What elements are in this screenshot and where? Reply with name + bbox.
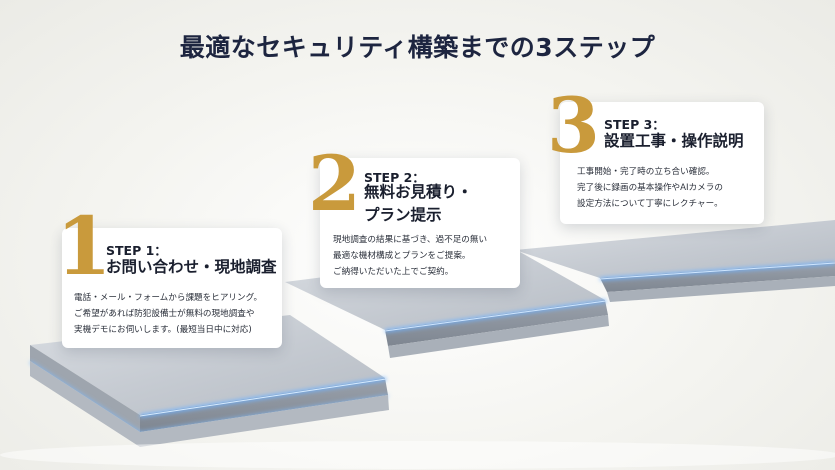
stair-step-3 bbox=[515, 220, 835, 302]
step-1-label: STEP 1： bbox=[106, 243, 167, 258]
step-3-description: 工事開始・完了時の立ち合い確認。 完了後に録画の基本操作やAIカメラの 設定方法… bbox=[577, 167, 723, 209]
step-2-description: 現地調査の結果に基づき、過不足の無い 最適な機材構成とプランをご提案。 ご納得い… bbox=[333, 235, 488, 277]
page-title: 最適なセキュリティ構築までの3ステップ bbox=[179, 33, 656, 62]
step-2-number: 2 bbox=[308, 139, 361, 228]
step-2-title: 無料お見積り・ プラン提示 bbox=[364, 183, 473, 224]
step-3-card bbox=[560, 102, 764, 224]
step-1-number: 1 bbox=[56, 199, 112, 293]
step-2-label: STEP 2： bbox=[364, 170, 425, 185]
step-3-label: STEP 3： bbox=[604, 117, 665, 132]
step-3-title: 設置工事・操作説明 bbox=[604, 132, 744, 150]
step-1-title: お問い合わせ・現地調査 bbox=[106, 258, 277, 276]
stair-step-2 bbox=[285, 252, 609, 358]
step-3-number: 3 bbox=[547, 81, 600, 170]
step-1-card bbox=[62, 228, 282, 348]
step-1-description: 電話・メール・フォームから課題をヒアリング。 ご希望があれば防犯設備士が無料の現… bbox=[74, 293, 263, 335]
step-2-card bbox=[320, 158, 520, 288]
